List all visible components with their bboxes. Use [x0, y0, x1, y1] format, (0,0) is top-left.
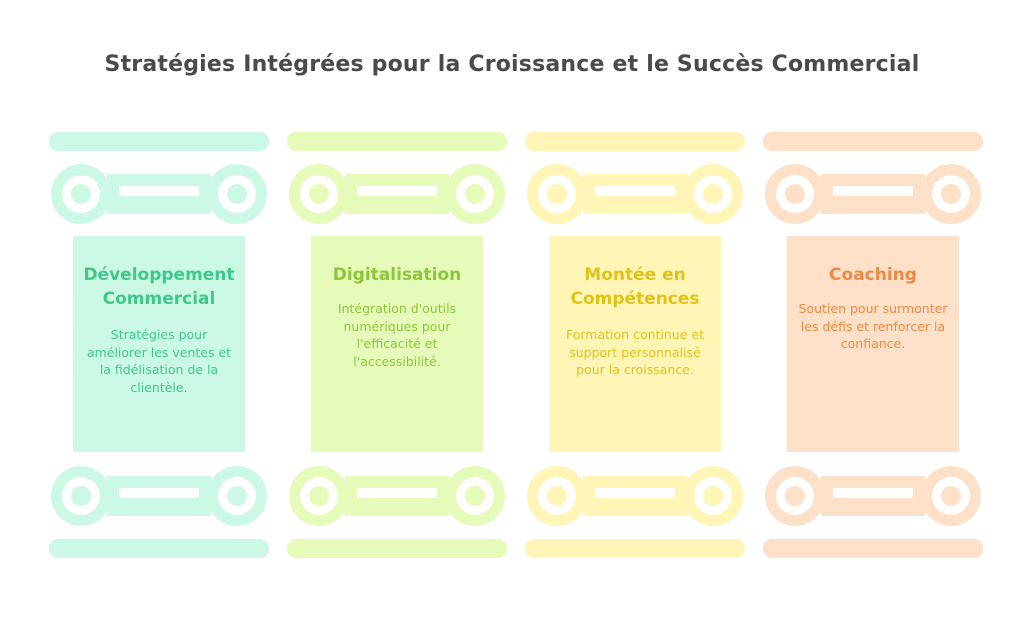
pillar-top-slab — [525, 132, 745, 151]
pillar-title: Développement Commercial — [83, 265, 235, 309]
base-scroll-center — [703, 486, 723, 506]
base-scroll-center — [309, 486, 329, 506]
pillar-column-graphic — [287, 132, 507, 558]
pillar-shaft — [311, 236, 483, 452]
pillar-description: Stratégies pour améliorer les ventes et … — [86, 327, 232, 395]
capital-bar-groove — [833, 186, 913, 196]
pillar-title: Coaching — [829, 265, 917, 285]
pillar-bottom-slab — [49, 539, 269, 558]
pillar-description: Soutien pour surmonter les défis et renf… — [798, 301, 948, 351]
base-bar-groove — [833, 488, 913, 498]
pillar-top-slab — [287, 132, 507, 151]
diagram-title: Stratégies Intégrées pour la Croissance … — [104, 52, 920, 77]
base-scroll-center — [785, 486, 805, 506]
base-scroll-center — [71, 486, 91, 506]
pillar-shaft — [549, 236, 721, 452]
capital-bar-groove — [119, 186, 199, 196]
pillar-description: Intégration d'outils numériques pour l'e… — [337, 301, 457, 369]
base-bar-groove — [595, 488, 675, 498]
pillar-digitalisation: Digitalisation Intégration d'outils numé… — [287, 0, 507, 619]
pillar-bottom-slab — [287, 539, 507, 558]
pillar-skills: Montée en Compétences Formation continue… — [525, 0, 745, 619]
pillar-development: Développement Commercial Stratégies pour… — [49, 0, 269, 619]
capital-scroll-center — [227, 184, 247, 204]
pillar-column-graphic — [763, 132, 983, 558]
pillar-column-graphic — [49, 132, 269, 558]
capital-bar-groove — [357, 186, 437, 196]
pillar-column-graphic — [525, 132, 745, 558]
capital-scroll-center — [71, 184, 91, 204]
capital-scroll-center — [785, 184, 805, 204]
capital-scroll-center — [547, 184, 567, 204]
capital-scroll-center — [941, 184, 961, 204]
base-scroll-center — [465, 486, 485, 506]
pillar-shaft — [787, 236, 959, 452]
pillar-top-slab — [763, 132, 983, 151]
base-scroll-center — [547, 486, 567, 506]
capital-scroll-center — [309, 184, 329, 204]
pillar-title: Digitalisation — [332, 265, 462, 285]
base-bar-groove — [119, 488, 199, 498]
capital-scroll-center — [703, 184, 723, 204]
pillar-bottom-slab — [763, 539, 983, 558]
pillar-bottom-slab — [525, 539, 745, 558]
pillar-title: Montée en Compétences — [570, 265, 700, 309]
pillar-coaching: Coaching Soutien pour surmonter les défi… — [763, 0, 983, 619]
base-bar-groove — [357, 488, 437, 498]
capital-scroll-center — [465, 184, 485, 204]
base-scroll-center — [941, 486, 961, 506]
base-scroll-center — [227, 486, 247, 506]
capital-bar-groove — [595, 186, 675, 196]
pillar-description: Formation continue et support personnali… — [566, 327, 704, 377]
pillar-top-slab — [49, 132, 269, 151]
pillar-shaft — [73, 236, 245, 452]
